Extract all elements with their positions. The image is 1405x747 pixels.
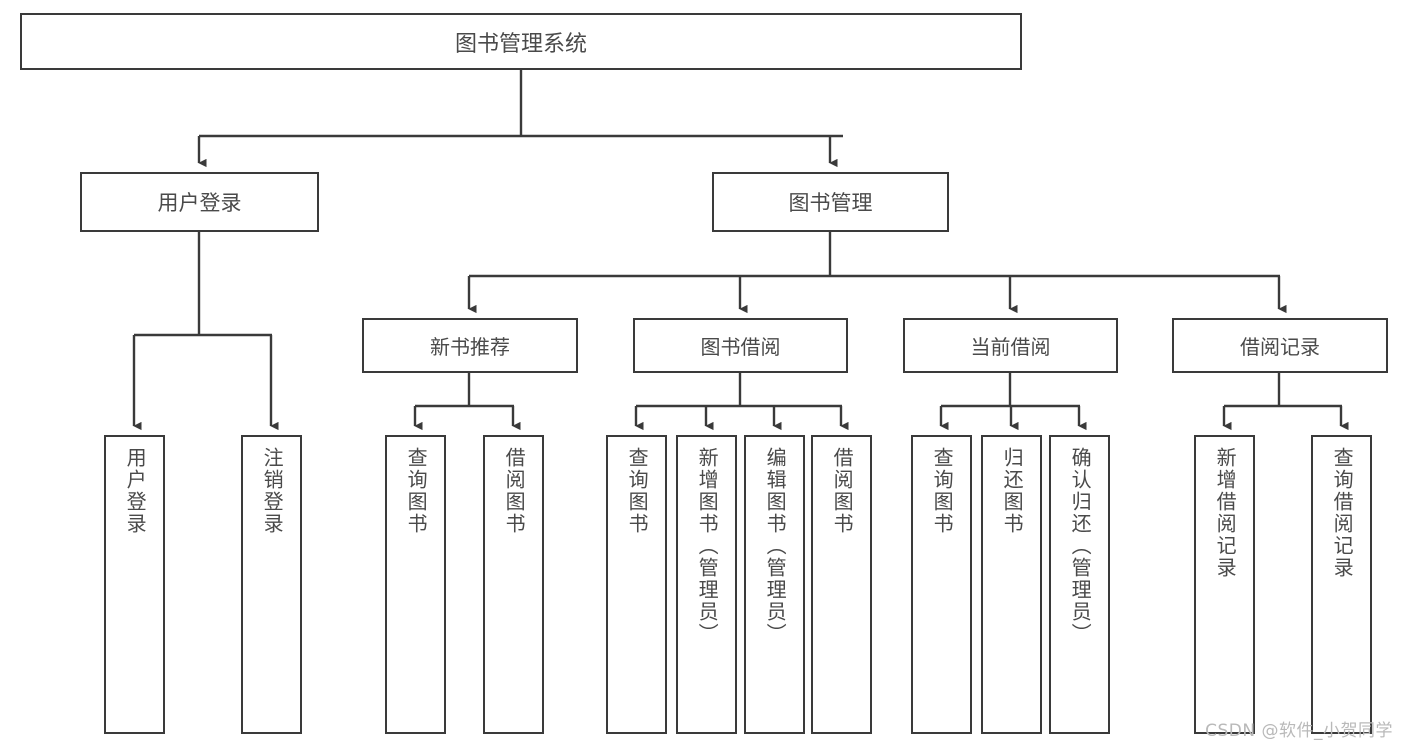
- leaf-edit-book-admin-label: 编辑图书（管理员）: [763, 447, 788, 645]
- leaf-edit-book-admin[interactable]: 编辑图书（管理员）: [744, 435, 805, 734]
- leaf-return-book[interactable]: 归还图书: [981, 435, 1042, 734]
- leaf-query-book-recommend-label: 查询图书: [404, 447, 429, 535]
- csdn-watermark: CSDN @软件_小贺同学: [1205, 721, 1393, 741]
- node-book-management[interactable]: 图书管理: [712, 172, 949, 232]
- leaf-borrow-book-label: 借阅图书: [830, 447, 855, 535]
- node-borrow-record-label: 借阅记录: [1240, 335, 1320, 359]
- leaf-query-book-borrow[interactable]: 查询图书: [606, 435, 667, 734]
- leaf-add-book-admin[interactable]: 新增图书（管理员）: [676, 435, 737, 734]
- leaf-query-book-current-label: 查询图书: [930, 447, 955, 535]
- leaf-borrow-book-recommend-label: 借阅图书: [502, 447, 527, 535]
- leaf-logout[interactable]: 注销登录: [241, 435, 302, 734]
- node-current-borrow-label: 当前借阅: [970, 335, 1051, 359]
- leaf-confirm-return-admin-label: 确认归还（管理员）: [1068, 447, 1093, 645]
- leaf-query-book-borrow-label: 查询图书: [625, 447, 650, 535]
- leaf-query-borrow-record-label: 查询借阅记录: [1330, 447, 1355, 579]
- node-new-book-recommend[interactable]: 新书推荐: [362, 318, 578, 373]
- leaf-user-login-label: 用户登录: [123, 447, 148, 535]
- leaf-user-login[interactable]: 用户登录: [104, 435, 165, 734]
- leaf-borrow-book[interactable]: 借阅图书: [811, 435, 872, 734]
- leaf-query-book-recommend[interactable]: 查询图书: [385, 435, 446, 734]
- node-root-system[interactable]: 图书管理系统: [20, 13, 1022, 70]
- leaf-logout-label: 注销登录: [260, 447, 285, 535]
- node-user-login-label: 用户登录: [157, 191, 242, 215]
- node-root-label: 图书管理系统: [454, 31, 587, 57]
- node-current-borrow[interactable]: 当前借阅: [903, 318, 1118, 373]
- leaf-add-borrow-record-label: 新增借阅记录: [1213, 447, 1238, 579]
- node-book-borrow[interactable]: 图书借阅: [633, 318, 848, 373]
- leaf-add-borrow-record[interactable]: 新增借阅记录: [1194, 435, 1255, 734]
- leaf-add-book-admin-label: 新增图书（管理员）: [695, 447, 720, 645]
- leaf-return-book-label: 归还图书: [1000, 447, 1025, 535]
- leaf-query-book-current[interactable]: 查询图书: [911, 435, 972, 734]
- node-book-borrow-label: 图书借阅: [700, 335, 781, 359]
- node-user-login[interactable]: 用户登录: [80, 172, 319, 232]
- node-borrow-record[interactable]: 借阅记录: [1172, 318, 1388, 373]
- leaf-borrow-book-recommend[interactable]: 借阅图书: [483, 435, 544, 734]
- node-new-book-recommend-label: 新书推荐: [430, 335, 510, 359]
- leaf-query-borrow-record[interactable]: 查询借阅记录: [1311, 435, 1372, 734]
- leaf-confirm-return-admin[interactable]: 确认归还（管理员）: [1049, 435, 1110, 734]
- node-book-management-label: 图书管理: [788, 191, 873, 215]
